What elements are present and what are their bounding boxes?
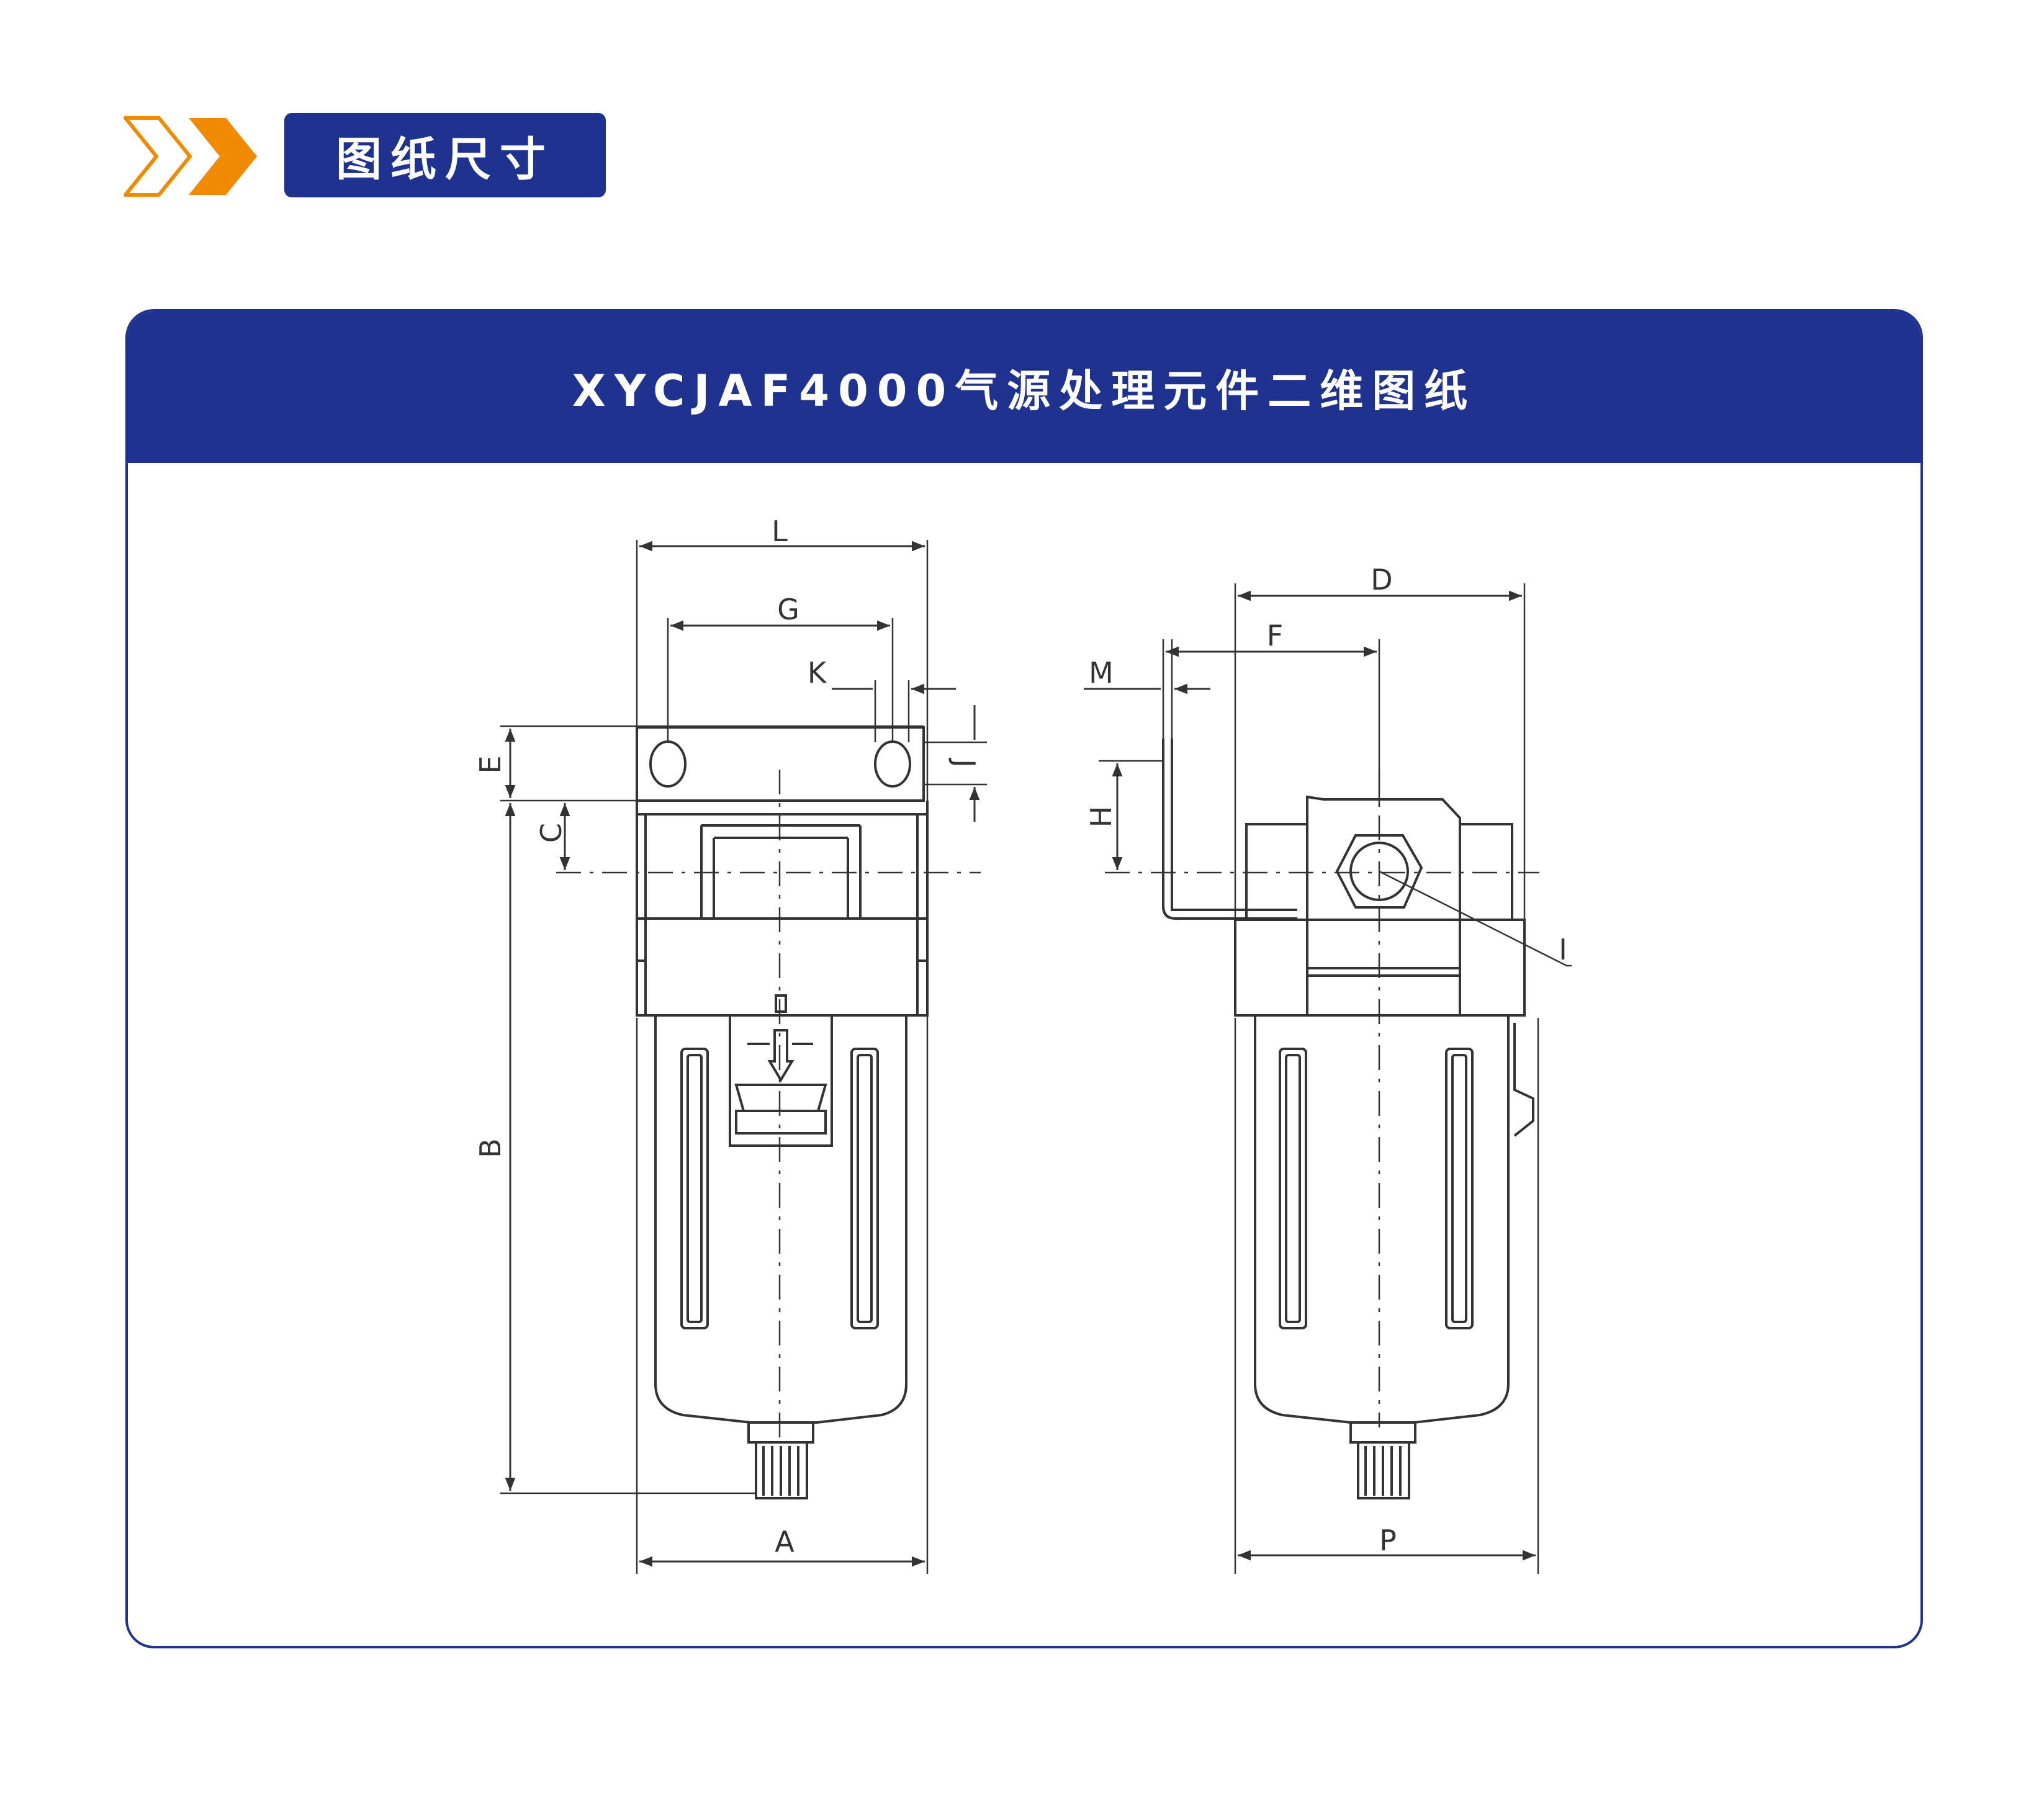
drawing-card: XYCJAF4000气源处理元件二维图纸	[125, 309, 1923, 1648]
dim-label-m: M	[1089, 656, 1114, 690]
double-chevron-right-icon	[124, 116, 257, 197]
dim-label-a: A	[775, 1525, 795, 1558]
dim-label-g: G	[777, 593, 799, 626]
dim-label-c: C	[534, 823, 568, 843]
dim-label-i: I	[1559, 933, 1567, 966]
dim-label-h: H	[1084, 806, 1118, 828]
dim-label-d: D	[1371, 563, 1392, 596]
dim-label-p: P	[1379, 1524, 1397, 1557]
side-view	[1162, 739, 1534, 1499]
front-view	[636, 726, 929, 1499]
card-title: XYCJAF4000气源处理元件二维图纸	[128, 312, 1920, 463]
dim-label-b: B	[474, 1138, 507, 1158]
dim-label-l: L	[772, 515, 788, 548]
dim-label-e: E	[474, 755, 507, 773]
dim-label-f: F	[1267, 619, 1283, 652]
section-title: 图纸尺寸	[284, 113, 606, 197]
dim-label-j: J	[948, 757, 981, 768]
dim-label-k: K	[808, 656, 827, 690]
